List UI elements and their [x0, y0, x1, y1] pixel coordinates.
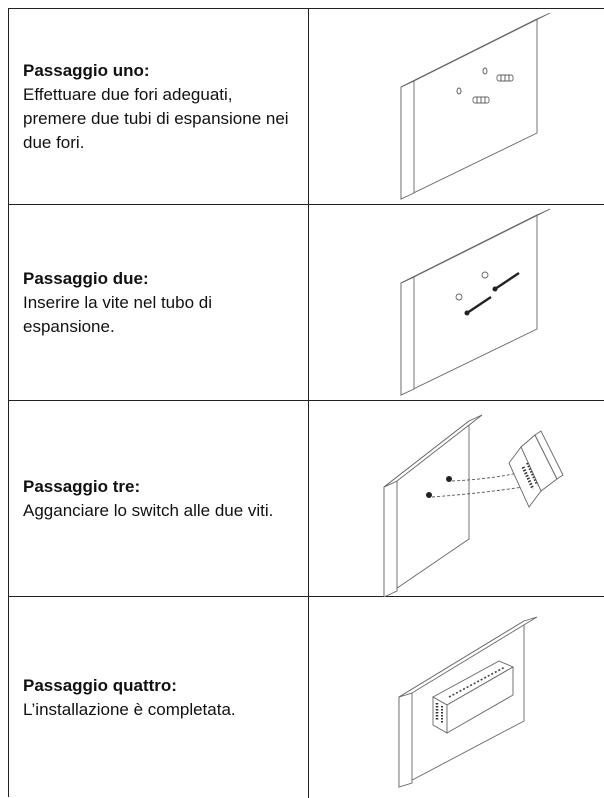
- step-title: Passaggio due:: [23, 268, 149, 288]
- step-text-cell: Passaggio uno: Effettuare due fori adegu…: [9, 9, 309, 204]
- step-illustration-cell: [309, 597, 604, 798]
- step-text-cell: Passaggio due: Inserire la vite nel tubo…: [9, 205, 309, 400]
- step-row: Passaggio quattro: L’installazione è com…: [9, 597, 604, 798]
- step-text-cell: Passaggio quattro: L’installazione è com…: [9, 597, 309, 798]
- step-row: Passaggio uno: Effettuare due fori adegu…: [9, 9, 604, 205]
- step-description: Effettuare due fori adeguati, premere du…: [23, 84, 289, 152]
- step-text-cell: Passaggio tre: Agganciare lo switch alle…: [9, 401, 309, 596]
- step-description: Agganciare lo switch alle due viti.: [23, 500, 274, 520]
- wall-with-screws-illustration: [400, 208, 551, 396]
- step-row: Passaggio due: Inserire la vite nel tubo…: [9, 205, 604, 401]
- step-row: Passaggio tre: Agganciare lo switch alle…: [9, 401, 604, 597]
- step-description: L’installazione è completata.: [23, 699, 236, 719]
- step-title: Passaggio tre:: [23, 476, 141, 496]
- step-illustration-cell: [309, 401, 604, 597]
- switch-hooking-onto-screws-illustration: [383, 414, 564, 597]
- step-title: Passaggio uno:: [23, 60, 150, 80]
- step-title: Passaggio quattro:: [23, 675, 177, 695]
- step-description: Inserire la vite nel tubo di espansione.: [23, 292, 212, 336]
- wall-with-anchors-illustration: [400, 12, 551, 200]
- step-illustration-cell: [309, 9, 604, 204]
- step-illustration-cell: [309, 205, 604, 400]
- installation-steps-table: Passaggio uno: Effettuare due fori adegu…: [8, 8, 604, 798]
- switch-mounted-on-wall-illustration: [398, 616, 538, 788]
